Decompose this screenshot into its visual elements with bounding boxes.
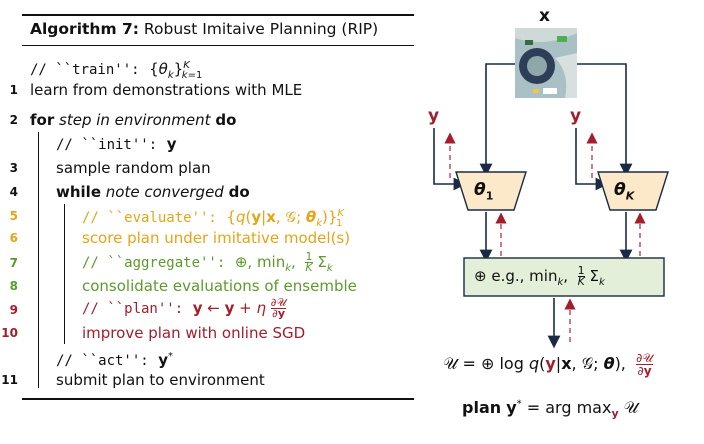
- line-number-5: 5: [9, 209, 18, 223]
- line-number-2: 2: [9, 113, 18, 127]
- plan-word: plan: [462, 398, 502, 417]
- comment-act: // ``act'': y*: [56, 351, 174, 369]
- step-submit: submit plan to environment: [56, 371, 265, 389]
- algorithm-name: Robust Imitaive Planning (RIP): [143, 20, 379, 38]
- top-rule: [22, 14, 414, 16]
- line-number-9: 9: [9, 303, 18, 317]
- line-number-3: 3: [9, 161, 18, 175]
- step-learn: learn from demonstrations with MLE: [30, 81, 303, 99]
- y-input-right: y: [570, 106, 582, 126]
- line-number-6: 6: [9, 231, 18, 245]
- line-number-1: 1: [9, 83, 18, 97]
- edge-scene-to-theta1: [479, 63, 515, 177]
- thetaK-label: θK: [614, 180, 635, 203]
- aggregate-box: [463, 257, 665, 297]
- algorithm-title: Algorithm 7: Robust Imitaive Planning (R…: [30, 20, 378, 38]
- scene-image: [515, 28, 577, 98]
- algorithm-number: Algorithm 7:: [30, 20, 139, 38]
- step-score: score plan under imitative model(s): [82, 229, 351, 247]
- y-input-left: y: [428, 106, 440, 126]
- comment-evaluate: // ``evaluate'': {q(y|x, 𝒢; θk)}K1: [82, 208, 344, 229]
- for-loop-bar: [38, 132, 40, 388]
- while-loop-bar: [64, 204, 66, 344]
- plan-equation: plan y* = arg maxy 𝒰: [462, 398, 639, 421]
- line-number-8: 8: [9, 279, 18, 293]
- step-consolidate: consolidate evaluations of ensemble: [82, 277, 357, 295]
- bottom-rule: [22, 398, 414, 400]
- edge-y-left-to-theta1: [433, 128, 467, 191]
- x-label: x: [539, 6, 550, 26]
- title-rule: [22, 45, 414, 46]
- comment-train: // ``train'': {θk}Kk=1: [30, 60, 203, 81]
- line-number-4: 4: [9, 185, 18, 199]
- line-number-7: 7: [9, 256, 18, 270]
- line-number-10: 10: [1, 326, 18, 340]
- comment-plan: // ``plan'': y ← y + η ∂𝒰∂y: [82, 296, 287, 320]
- for-loop-header: for step in environment do: [30, 111, 237, 129]
- while-loop-header: while note converged do: [56, 183, 250, 201]
- theta1-label: θ1: [474, 180, 494, 203]
- model-theta1: [455, 171, 527, 211]
- comment-init: // ``init'': y: [56, 135, 177, 153]
- edge-scene-to-thetaK: [577, 63, 633, 177]
- line-number-11: 11: [1, 373, 18, 387]
- step-improve: improve plan with online SGD: [82, 324, 306, 342]
- algorithm-box: Algorithm 7: Robust Imitaive Planning (R…: [1, 14, 414, 400]
- scene-drawing: [515, 28, 577, 98]
- utility-equation: 𝒰 = ⊕ log q(y|x, 𝒢; θ), ∂𝒰∂y: [443, 351, 654, 378]
- model-thetaK: [597, 171, 669, 211]
- edge-y-right-to-thetaK: [575, 128, 609, 191]
- step-sample: sample random plan: [56, 159, 211, 177]
